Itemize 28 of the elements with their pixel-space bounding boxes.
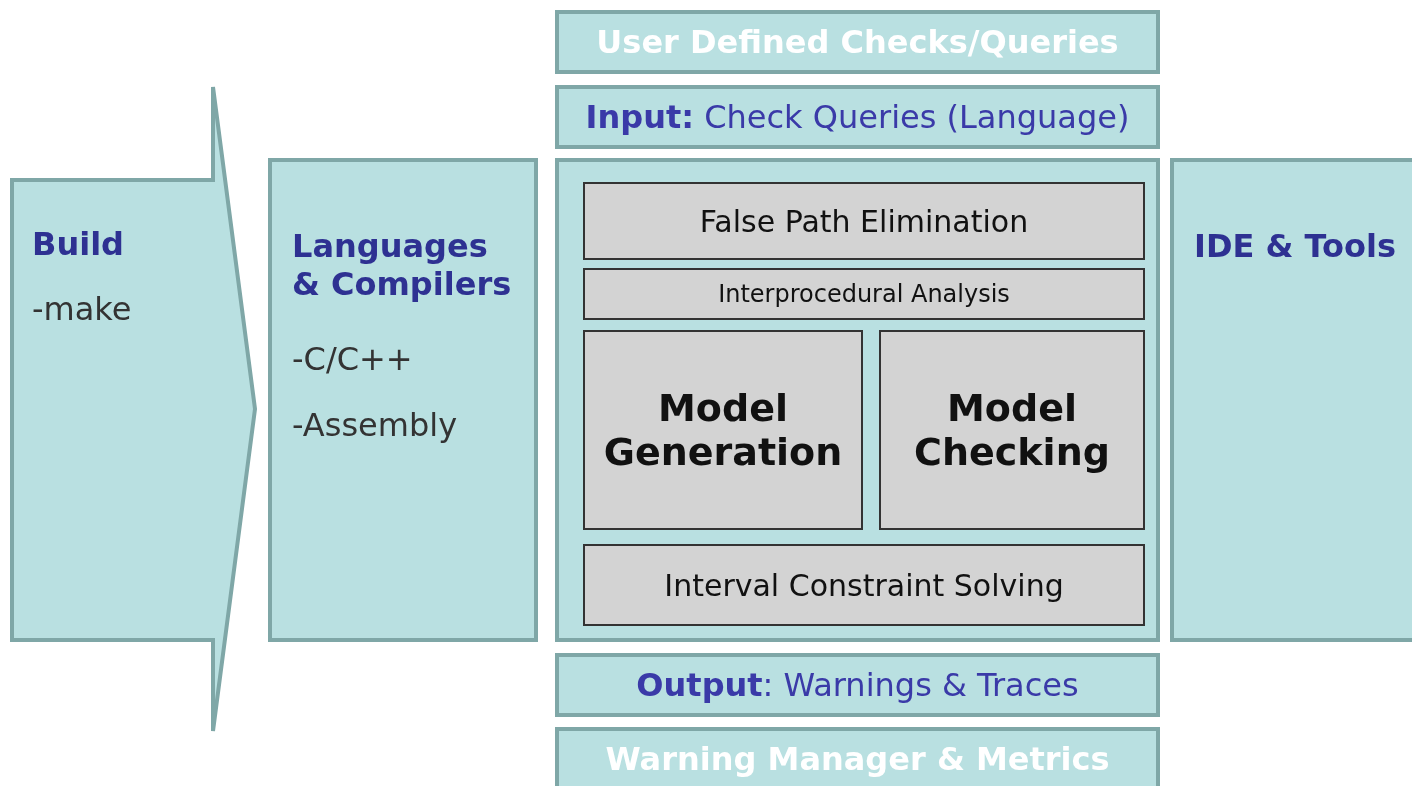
list-item: -make xyxy=(32,290,133,328)
list-item: -Assembly xyxy=(292,406,459,444)
layer-band xyxy=(555,10,1160,74)
arrow-shape xyxy=(10,85,260,733)
panel xyxy=(555,158,1160,642)
band-label: Input: Check Queries (Language) xyxy=(585,98,1130,136)
process-box xyxy=(583,182,1145,260)
layer-band xyxy=(555,727,1160,786)
panel xyxy=(268,158,538,642)
band-label: User Defined Checks/Queries xyxy=(596,23,1119,61)
panel xyxy=(1170,158,1412,642)
process-box xyxy=(583,268,1145,320)
heading: Build xyxy=(32,225,125,263)
layer-band xyxy=(555,85,1160,149)
band-label: Warning Manager & Metrics xyxy=(605,740,1110,778)
process-box xyxy=(583,544,1145,626)
heading: IDE & Tools xyxy=(1194,227,1398,265)
process-label: Model Checking xyxy=(913,386,1111,474)
process-box xyxy=(879,330,1145,530)
list-item: -C/C++ xyxy=(292,340,414,378)
process-label: Model Generation xyxy=(602,386,844,474)
process-label: Interprocedural Analysis xyxy=(718,280,1010,308)
layer-band xyxy=(555,653,1160,717)
process-box xyxy=(583,330,863,530)
process-label: False Path Elimination xyxy=(699,203,1029,239)
heading: Languages & Compilers xyxy=(292,227,513,303)
band-label: Output: Warnings & Traces xyxy=(636,666,1079,704)
process-label: Interval Constraint Solving xyxy=(664,567,1064,603)
